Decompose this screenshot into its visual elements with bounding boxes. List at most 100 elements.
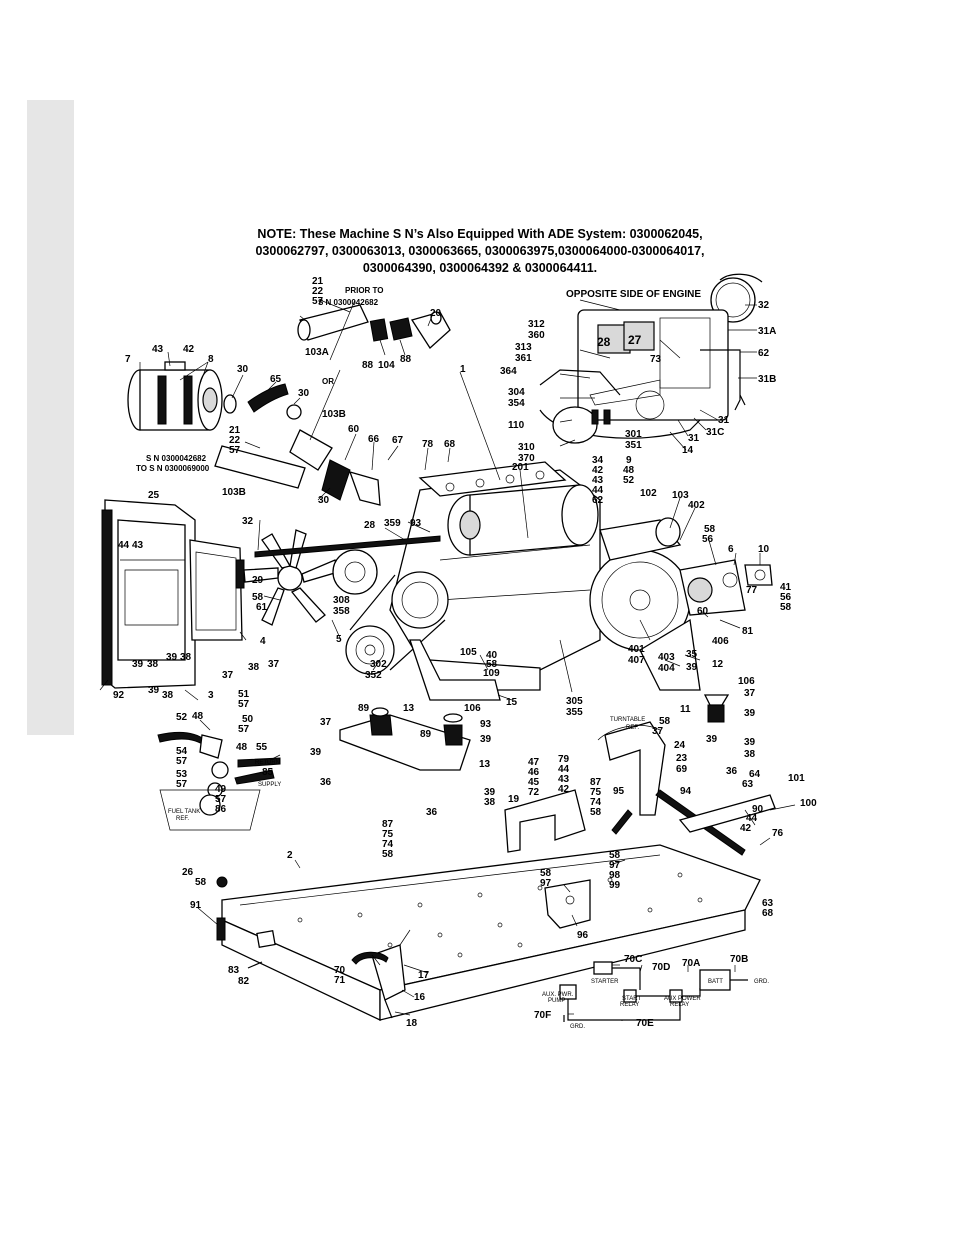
front-pulley-upper [391, 571, 449, 629]
callout: 110 [508, 420, 525, 431]
callout: 98 [609, 870, 621, 881]
callout: 308 [333, 595, 350, 606]
callout: 30 [298, 388, 310, 399]
callout: 37 [222, 670, 234, 681]
callout: 37 [652, 726, 664, 737]
turntable-post [604, 721, 666, 816]
mount-bracket-15 [409, 639, 501, 701]
turntable-label-2: REF. [626, 725, 639, 731]
intake-pipe-103a [297, 304, 451, 349]
callout: 101 [788, 773, 805, 784]
callout: 85 [262, 767, 274, 778]
callout: 11 [680, 704, 691, 715]
opposite-side-heading: OPPOSITE SIDE OF ENGINE [566, 289, 701, 300]
callout: 41 [780, 582, 792, 593]
callout: 364 [500, 366, 517, 377]
callout: 53 [176, 769, 188, 780]
callout: 57 [238, 699, 250, 710]
callout: 407 [628, 655, 645, 666]
callout: 44 [592, 485, 604, 496]
callout: 8 [208, 354, 214, 365]
callout: 44 [558, 764, 570, 775]
callout: 93 [480, 719, 492, 730]
callout: 42 [558, 784, 570, 795]
callout: 38 [744, 749, 756, 760]
callout: 91 [190, 900, 202, 911]
leader-lines [99, 299, 796, 1021]
callout: 62 [592, 495, 604, 506]
callout: 58 [382, 849, 394, 860]
aux-relay-label-1: AUX POWER [664, 996, 701, 1002]
callout: 60 [697, 606, 709, 617]
callout: 63 [762, 898, 774, 909]
callout: 58 [540, 868, 552, 879]
callout: 301 [625, 429, 642, 440]
callout: 10 [758, 544, 770, 555]
part-102 [655, 517, 681, 547]
hose-65 [247, 383, 289, 413]
callout: 406 [712, 636, 729, 647]
frame-holes [297, 872, 703, 958]
callout: 57 [229, 445, 241, 456]
callout: 83 [228, 965, 240, 976]
or-label: OR [322, 377, 334, 386]
callout: 56 [702, 534, 714, 545]
supply-label: SUPPLY [258, 782, 281, 788]
callout: 37 [320, 717, 332, 728]
wiring-schematic [559, 961, 748, 1022]
fuel-tank-label-1: FUEL TANK [168, 809, 200, 815]
sn-range-label-1: S N 0300042682 [146, 454, 207, 463]
callout: 28 [364, 520, 376, 531]
start-relay-label-1: START [622, 996, 641, 1002]
callout: 70 [334, 965, 346, 976]
callout: 63 [742, 779, 754, 790]
callout: 26 [182, 867, 194, 878]
callout: 17 [418, 970, 430, 981]
engine-mount-brackets [339, 694, 730, 771]
callout: 359 [384, 518, 401, 529]
callout: 99 [609, 880, 621, 891]
callout: 86 [215, 804, 227, 815]
callout: 103A [305, 347, 329, 358]
callout: 310 [518, 442, 535, 453]
callout: 71 [334, 975, 346, 986]
callout: 38 [162, 690, 174, 701]
callout: 352 [365, 670, 382, 681]
callout: 103B [222, 487, 246, 498]
callout: 89 [420, 729, 432, 740]
callout: 304 [508, 387, 525, 398]
callout: 103 [672, 490, 689, 501]
callout: 52 [623, 475, 635, 486]
callout: 102 [640, 488, 657, 499]
callout: 36 [426, 807, 438, 818]
callout: 6 [728, 544, 734, 555]
return-line [237, 757, 281, 768]
callout: 31C [706, 427, 724, 438]
callout: 312 [528, 319, 545, 330]
callout: 60 [348, 424, 360, 435]
callout: 32 [758, 300, 770, 311]
prior-to-label-1: PRIOR TO [345, 286, 384, 295]
callout: 96 [577, 930, 589, 941]
callout: 403 [658, 652, 675, 663]
callout: 55 [256, 742, 268, 753]
callout: 25 [148, 490, 160, 501]
opposite-side-engine-inset [539, 273, 763, 444]
callout: 9 [626, 455, 632, 466]
callout: 39 [744, 737, 756, 748]
callout: 31 [718, 415, 730, 426]
callout: 31B [758, 374, 776, 385]
callout: 70E [636, 1018, 654, 1029]
bracket-19 [504, 789, 586, 853]
radiator-core [189, 539, 243, 641]
callout: 305 [566, 696, 583, 707]
aux-pump-box [559, 984, 577, 1000]
callout: 360 [528, 330, 545, 341]
callout: 32 [242, 516, 254, 527]
fuel-lines [157, 731, 281, 831]
callout: 44 [746, 813, 758, 824]
note-block: NOTE: These Machine S N’s Also Equipped … [200, 226, 760, 277]
callout: 68 [444, 439, 456, 450]
callout: 65 [270, 374, 282, 385]
callout: 14 [682, 445, 694, 456]
